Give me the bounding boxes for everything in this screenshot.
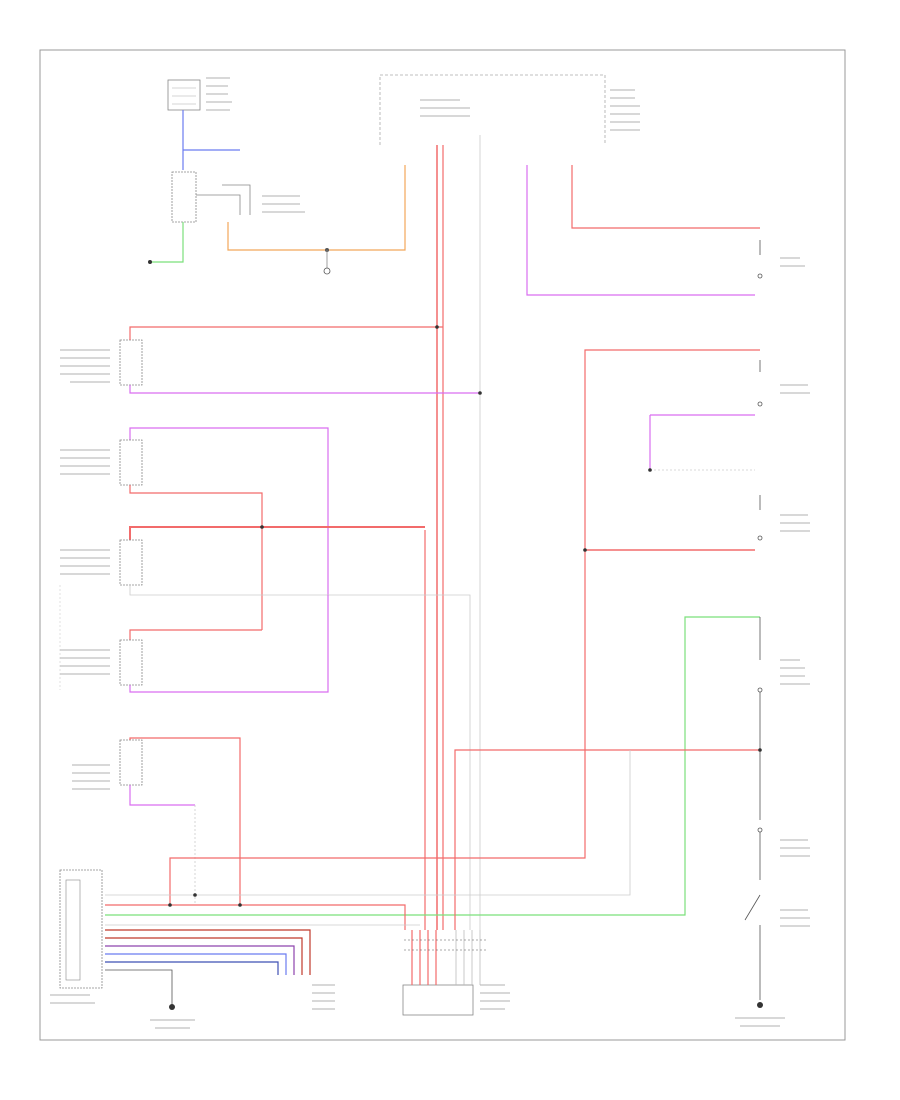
door-switch-right-2 — [757, 360, 810, 407]
multiplex-control-unit — [379, 74, 640, 145]
relay-unit — [171, 171, 305, 223]
wire-green-ground — [150, 222, 184, 263]
diagram-frame — [39, 49, 846, 1041]
wire-violet-right-2 — [649, 414, 755, 470]
door-switch-front-left — [60, 439, 143, 486]
door-switch-front-right — [60, 539, 143, 586]
wire-darkred-3 — [105, 945, 295, 975]
wire-red-door-2 — [129, 485, 263, 630]
door-switch-right-3 — [757, 495, 810, 541]
wire-violet-door-2 — [129, 427, 329, 595]
upper-fuse-box — [167, 77, 232, 111]
ground-point-left-upper — [148, 260, 152, 264]
splice-points — [168, 325, 762, 907]
wire-gray-door-3 — [129, 585, 471, 930]
interior-lamp-relay — [50, 869, 103, 1004]
dash-fuse-box — [402, 984, 510, 1016]
seat-belt-switch — [744, 750, 810, 1000]
wire-black-ground-left — [105, 969, 173, 1005]
wire-green-right — [105, 616, 760, 916]
wire-red-door-4 — [129, 629, 262, 640]
wire-red-right-2 — [584, 349, 760, 550]
wire-red-right-4 — [454, 749, 760, 930]
door-switch-right-4 — [757, 617, 810, 750]
bottom-connector-labels — [312, 984, 335, 1010]
wire-violet-door-4 — [129, 595, 329, 693]
wire-red-right-top — [571, 165, 760, 229]
wire-red-cargo — [129, 737, 241, 905]
wire-darkred-1 — [105, 929, 311, 975]
wire-blue-1 — [105, 953, 287, 975]
wire-darkred-2 — [105, 937, 303, 975]
wire-violet-door-1 — [129, 385, 480, 394]
wire-red-harness — [105, 904, 406, 930]
wire-violet-cargo — [129, 785, 195, 806]
fuse-box-terminals — [404, 930, 488, 985]
wire-orange — [227, 165, 406, 251]
wire-violet-right-top — [526, 165, 755, 296]
door-switch-rear-right — [60, 639, 143, 686]
wire-red-door-3 — [129, 526, 425, 540]
ground-left — [150, 1004, 195, 1029]
wire-red-bottom-cross — [169, 550, 586, 905]
cargo-door-switch — [72, 739, 143, 790]
wire-blue-2 — [105, 961, 279, 975]
wire-gray-harness-1 — [105, 750, 631, 896]
wire-red-door-1 — [129, 326, 443, 340]
ignition-switch — [323, 267, 331, 275]
ground-right — [735, 1002, 785, 1027]
wire-blue-top — [182, 110, 240, 170]
door-switch-right-1 — [757, 240, 805, 279]
door-switch-rear-left — [60, 339, 143, 386]
